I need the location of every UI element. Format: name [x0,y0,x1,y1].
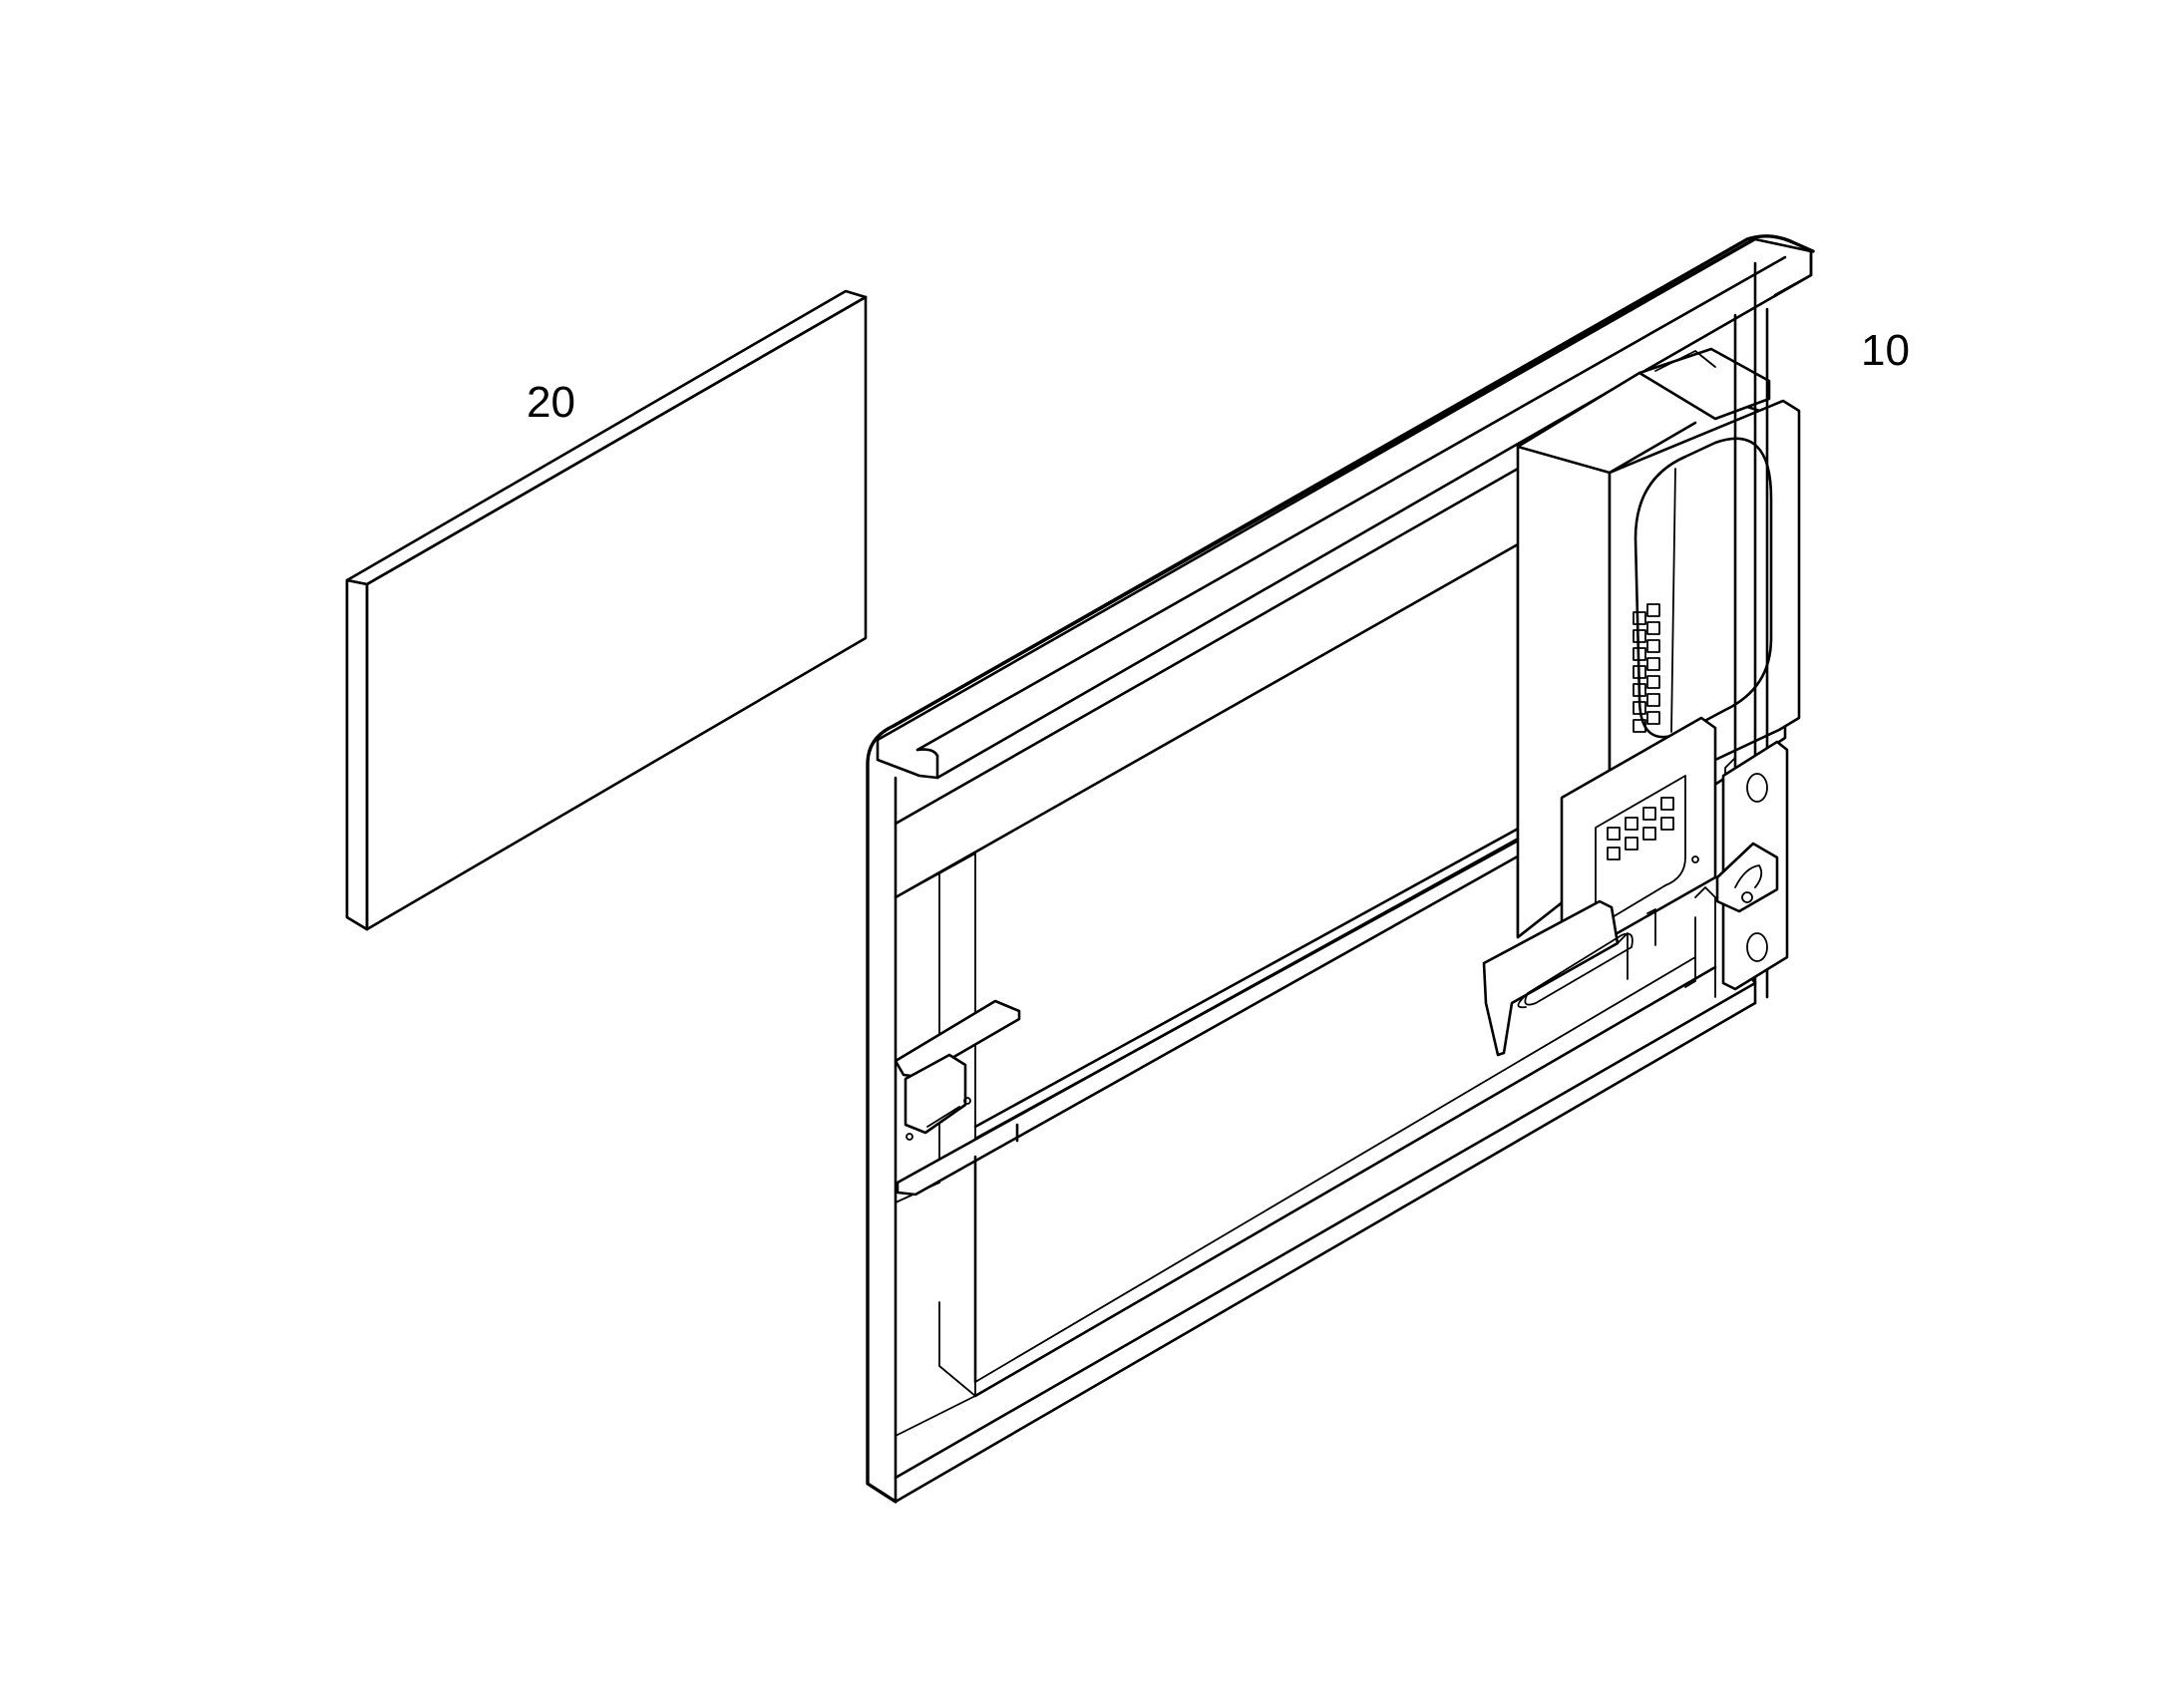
panel-part-20 [345,289,868,931]
frame-part-10 [866,234,1815,1504]
label-part-10: 10 [1861,326,1910,375]
housing-slot-grid [1633,603,1660,733]
bracket-slot-grid [1607,797,1674,860]
label-part-20: 20 [527,378,575,427]
